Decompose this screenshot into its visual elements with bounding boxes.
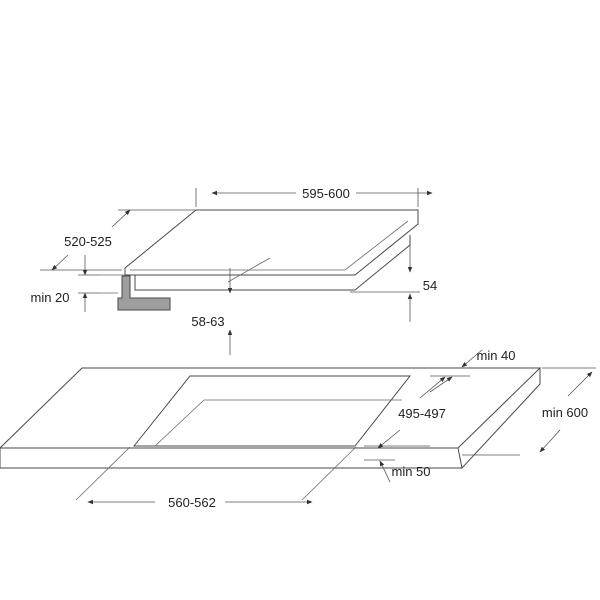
hob-front-lip bbox=[130, 220, 409, 271]
worktop-drawing bbox=[0, 367, 542, 470]
label-min-front-clearance: min 50 bbox=[391, 464, 430, 479]
label-cutout-depth: 495-497 bbox=[398, 406, 446, 421]
label-hob-height: 54 bbox=[423, 278, 437, 293]
mounting-bracket bbox=[117, 275, 171, 311]
label-cutout-width: 560-562 bbox=[168, 495, 216, 510]
cutout-opening bbox=[132, 375, 412, 447]
dim-min-front-clearance: min 50 bbox=[364, 459, 431, 483]
label-hob-depth: 520-525 bbox=[64, 234, 112, 249]
label-hob-width: 595-600 bbox=[302, 186, 350, 201]
hob-body bbox=[134, 235, 411, 291]
worktop-front-face bbox=[0, 448, 462, 469]
dim-min-worktop-depth: min 600 bbox=[462, 367, 596, 456]
dim-cutout-depth: 495-497 bbox=[364, 376, 446, 449]
hob-glass-top bbox=[124, 209, 419, 276]
dim-min-back-clearance: min 40 bbox=[429, 348, 516, 393]
label-min-worktop-depth: min 600 bbox=[542, 405, 588, 420]
cutout-inner-edge bbox=[154, 399, 402, 447]
label-min-worktop-thickness: min 20 bbox=[30, 290, 69, 305]
label-cutout-depth-below: 58-63 bbox=[191, 314, 224, 329]
dim-hob-width: 595-600 bbox=[195, 186, 433, 207]
dim-cutout-depth-below: 58-63 bbox=[191, 257, 271, 355]
dim-cutout-width: 560-562 bbox=[75, 446, 357, 510]
dim-hob-height: 54 bbox=[350, 245, 437, 322]
worktop-side-face bbox=[457, 368, 541, 470]
label-min-back-clearance: min 40 bbox=[476, 348, 515, 363]
dim-hob-depth: 520-525 bbox=[40, 209, 196, 271]
dim-min-worktop-thickness: min 20 bbox=[30, 255, 100, 312]
worktop-top-face bbox=[0, 367, 542, 449]
hob-drawing bbox=[100, 209, 419, 311]
